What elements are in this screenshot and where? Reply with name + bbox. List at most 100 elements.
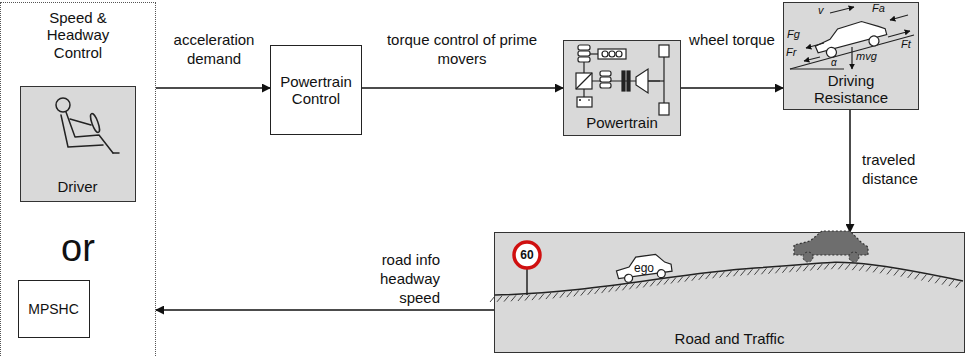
signal-label: torque control of prime movers: [366, 30, 558, 68]
box-label: Powertrain Control: [276, 73, 356, 108]
road-hatch: [789, 266, 794, 272]
road-hatch: [873, 266, 878, 272]
road-hatch: [581, 290, 586, 296]
road-hatch: [921, 275, 926, 281]
road-hatch: [894, 270, 899, 276]
road-hatch: [720, 272, 725, 278]
group-heading: Speed & Headway Control: [28, 9, 128, 61]
signal-label: wheel torque: [686, 30, 778, 49]
road-hatch: [852, 264, 857, 270]
powertrain-box: Powertrain: [563, 40, 681, 136]
road-hatch: [511, 295, 516, 301]
road-hatch: [887, 268, 892, 274]
weight-symbol: mvg: [856, 51, 877, 62]
road-hatch: [880, 267, 885, 273]
road-hatch: [727, 271, 732, 277]
road-hatch: [908, 272, 913, 278]
box-label: Road and Traffic: [675, 330, 785, 347]
road-hatch: [504, 296, 509, 302]
road-hatch: [595, 288, 600, 294]
road-hatch: [810, 265, 815, 271]
road-hatch: [532, 294, 537, 300]
road-hatch: [539, 294, 544, 300]
road-hatch: [928, 276, 933, 282]
road-hatch: [740, 270, 745, 276]
box-label: Driving Resistance: [791, 72, 911, 107]
road-hatch: [525, 295, 530, 301]
force-symbol: Fa: [872, 3, 885, 14]
road-hatch: [657, 279, 662, 285]
road-hatch: [602, 287, 607, 293]
road-hatch: [935, 277, 940, 283]
road-hatch: [859, 265, 864, 271]
road-traffic-box: Road and Traffic 60 ego: [494, 232, 965, 353]
road-hatch: [831, 263, 836, 269]
road-hatch: [796, 266, 801, 272]
road-hatch: [706, 273, 711, 279]
road-hatch: [546, 293, 551, 299]
road-hatch: [643, 281, 648, 287]
road-hatch: [588, 289, 593, 295]
signal-label: traveled distance: [862, 150, 957, 188]
road-hatch: [838, 263, 843, 269]
signal-label: acceleration demand: [160, 30, 268, 68]
road-hatch: [734, 270, 739, 276]
road-hatch: [518, 295, 523, 301]
mpshc-box: MPSHC: [18, 280, 90, 338]
road-hatch: [629, 283, 634, 289]
road-hatch: [685, 276, 690, 282]
signal-arrow: [156, 309, 494, 311]
driver-box: Driver: [20, 86, 136, 202]
road-hatch: [845, 264, 850, 270]
signal-arrow: [681, 87, 783, 89]
road-hatch: [824, 263, 829, 269]
road-hatch: [803, 265, 808, 271]
road-hatch: [692, 275, 697, 281]
force-symbol: Fg: [787, 29, 800, 40]
road-hatch: [956, 282, 961, 288]
angle-symbol: α: [831, 58, 837, 68]
box-label: Driver: [58, 178, 98, 195]
road-hatch: [768, 268, 773, 274]
signal-arrow: [362, 87, 563, 89]
car-label: ego: [634, 262, 654, 274]
road-hatch: [754, 269, 759, 275]
road-hatch: [650, 280, 655, 286]
road-hatch: [560, 292, 565, 298]
road-hatch: [664, 279, 669, 285]
road-hatch: [671, 278, 676, 284]
signal-arrow: [849, 110, 851, 232]
road-hatch: [574, 290, 579, 296]
road-hatch: [553, 292, 558, 298]
road-hatch: [866, 266, 871, 272]
road-hatch: [609, 286, 614, 292]
road-hatch: [678, 277, 683, 283]
speed-limit-number: 60: [520, 249, 533, 261]
road-hatch: [747, 269, 752, 275]
road-hatch: [713, 272, 718, 278]
road-hatch: [901, 271, 906, 277]
road-hatch: [699, 274, 704, 280]
force-symbol: Fr: [786, 47, 796, 58]
velocity-symbol: v: [818, 5, 824, 16]
road-hatch: [949, 280, 954, 286]
road-hatch: [497, 296, 502, 302]
box-label: MPSHC: [28, 300, 79, 316]
road-hatch: [775, 267, 780, 273]
driving-resistance-box: Driving Resistance v FaFt FgFr α mvg: [783, 2, 919, 110]
road-hatch: [782, 267, 787, 273]
signal-label: road info headway speed: [366, 250, 440, 307]
signal-arrow: [156, 87, 270, 89]
road-hatch: [817, 264, 822, 270]
force-symbol: Ft: [901, 39, 911, 50]
process-box: Powertrain Control: [270, 45, 362, 135]
road-hatch: [567, 291, 572, 297]
road-hatch: [942, 279, 947, 285]
road-hatch: [636, 282, 641, 288]
road-hatch: [615, 285, 620, 291]
box-label: Powertrain: [586, 114, 658, 131]
road-hatch: [915, 273, 920, 279]
road-hatch: [490, 296, 495, 302]
controller-group: Speed & Headway Control or DriverMPSHC: [0, 2, 156, 356]
or-text: or: [61, 229, 95, 267]
